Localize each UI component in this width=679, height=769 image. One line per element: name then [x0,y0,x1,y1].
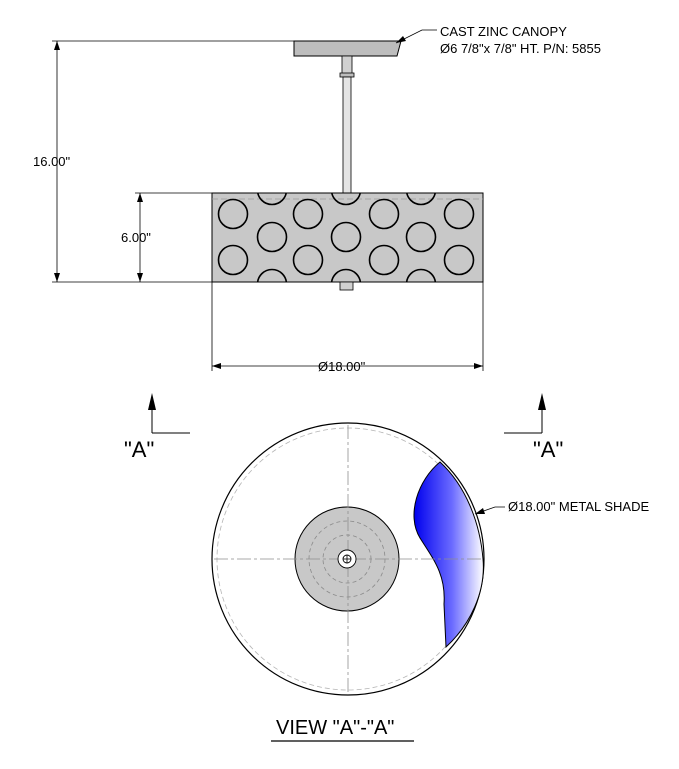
shade-perforation [330,268,362,282]
shade-perforation [443,198,475,230]
canopy-title: CAST ZINC CANOPY [440,24,567,39]
shade-perforation [217,244,249,276]
stem [342,76,352,195]
plan-view: Ø18.00" METAL SHADE VIEW "A"-"A" [211,422,649,742]
stem-coupler-nut [339,72,355,78]
canopy-leader [395,29,437,44]
overall-height-label: 16.00" [33,154,71,169]
arrow-up-icon [504,393,546,434]
shade-height-dimension [135,192,212,282]
shade-perforation [368,198,400,230]
shade-perforation [443,244,475,276]
section-marker-right: "A" [504,393,563,462]
overall-height-dimension [52,40,294,283]
section-label-left: "A" [124,437,154,462]
shade-perforation [292,244,324,276]
shade-perforation [217,198,249,230]
bottom-finial [339,281,354,291]
shade-callout: Ø18.00" METAL SHADE [508,499,649,514]
shade-height-label: 6.00" [121,230,151,245]
section-marker-left: "A" [124,393,190,462]
shade-perforation [368,244,400,276]
shade-perforation [406,193,436,206]
drum-shade [211,192,484,283]
elevation-view: 16.00" 6.00" Ø18.00" CAST ZINC CANOPY Ø6… [33,24,601,374]
shade-perforation [257,193,287,206]
shade-perforation [331,193,361,206]
canopy-spec: Ø6 7/8"x 7/8" HT. P/N: 5855 [440,41,601,56]
canopy-leader-arrow [396,36,406,43]
shade-leader-arrow [475,508,485,514]
view-title: VIEW "A"-"A" [276,717,394,739]
canopy [293,40,402,57]
shade-diameter-label: Ø18.00" [318,359,366,374]
shade-perforation [256,221,288,253]
crosshair-icon [337,549,357,569]
arrow-up-icon [148,393,190,434]
section-label-right: "A" [533,437,563,462]
shade-perforation [405,221,437,253]
shade-perforation [292,198,324,230]
shade-perforation [405,268,437,282]
shade-diameter-dimension [211,282,484,371]
shade-cutaway [413,461,484,649]
shade-perforation [256,268,288,282]
shade-perforation [330,221,362,253]
